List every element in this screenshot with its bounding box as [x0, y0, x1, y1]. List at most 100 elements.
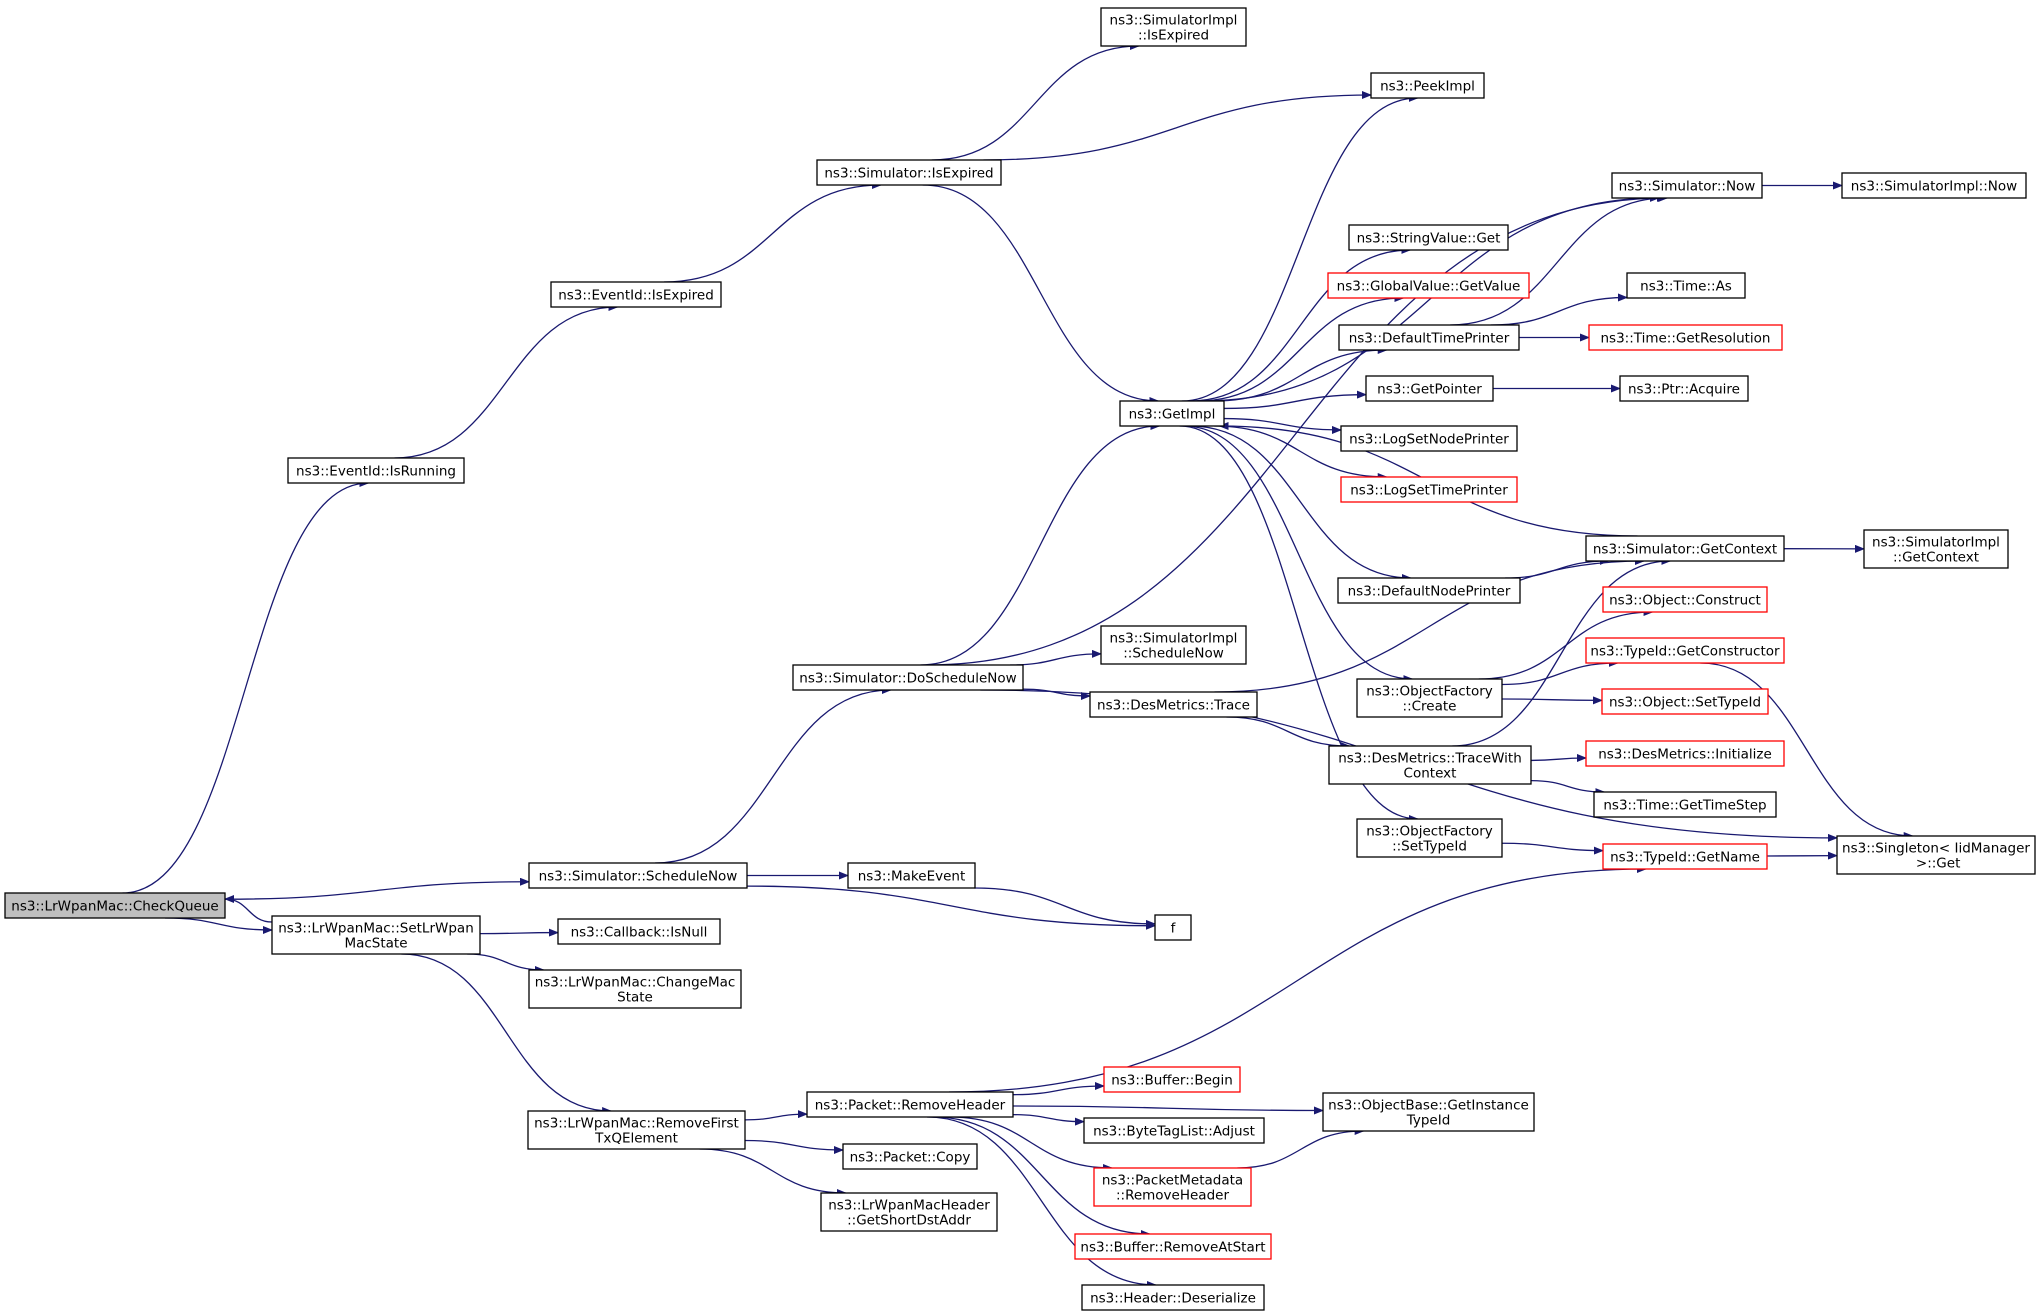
node-lrwpanmacheader_getshortdstaddr-label: ns3::LrWpanMacHeader	[828, 1198, 990, 1214]
node-bytetaglist_adjust[interactable]: ns3::ByteTagList::Adjust	[1083, 1117, 1265, 1144]
node-ptr_acquire[interactable]: ns3::Ptr::Acquire	[1619, 375, 1749, 402]
node-objectfactory_settypeid[interactable]: ns3::ObjectFactory::SetTypeId	[1356, 818, 1503, 858]
node-sim_schedulenow[interactable]: ns3::Simulator::ScheduleNow	[528, 862, 748, 889]
node-lrwpanmacheader_getshortdstaddr[interactable]: ns3::LrWpanMacHeader::GetShortDstAddr	[820, 1192, 998, 1232]
node-object_construct-label: ns3::Object::Construct	[1609, 593, 1761, 609]
node-peekimpl[interactable]: ns3::PeekImpl	[1370, 72, 1485, 99]
node-sim_getcontext[interactable]: ns3::Simulator::GetContext	[1585, 535, 1785, 562]
node-simimpl_schedulenow-label: ns3::SimulatorImpl	[1110, 631, 1238, 647]
node-buffer_removeatstart[interactable]: ns3::Buffer::RemoveAtStart	[1074, 1233, 1272, 1260]
node-typeid_getname[interactable]: ns3::TypeId::GetName	[1602, 843, 1768, 870]
node-logsetnodeprinter[interactable]: ns3::LogSetNodePrinter	[1340, 425, 1518, 452]
node-checkqueue-label: ns3::LrWpanMac::CheckQueue	[11, 899, 218, 915]
node-ptr_acquire-box	[1619, 375, 1749, 402]
edge-sim_schedulenow-to-f	[746, 885, 1156, 930]
node-singleton_get[interactable]: ns3::Singleton< IidManager >::Get	[1836, 835, 2036, 875]
edge-sim_isexpired-to-peekimpl	[983, 90, 1372, 161]
node-logsettimeprinter[interactable]: ns3::LogSetTimePrinter	[1340, 476, 1518, 503]
node-changemacstate-box	[528, 969, 742, 1009]
node-time_as-box	[1626, 272, 1746, 299]
node-buffer_removeatstart-label: ns3::Buffer::RemoveAtStart	[1080, 1240, 1265, 1256]
node-setlrwpanmacstate-box	[271, 915, 481, 955]
node-simimpl_now-box	[1841, 172, 2027, 199]
node-header_deserialize[interactable]: ns3::Header::Deserialize	[1081, 1284, 1265, 1311]
edge-isrunning-to-eventid_isexpired	[394, 303, 619, 459]
node-sim_getcontext-label: ns3::Simulator::GetContext	[1593, 542, 1777, 558]
node-time_as[interactable]: ns3::Time::As	[1626, 272, 1746, 299]
node-objectfactory_settypeid-label: ns3::ObjectFactory	[1366, 824, 1493, 840]
node-time_gettimestep[interactable]: ns3::Time::GetTimeStep	[1593, 791, 1777, 818]
node-object_settypeid[interactable]: ns3::Object::SetTypeId	[1601, 688, 1769, 715]
node-f-box	[1154, 914, 1192, 941]
node-desmetrics_initialize-box	[1585, 740, 1785, 767]
node-objectfactory_settypeid-label: ::SetTypeId	[1392, 839, 1467, 855]
node-desmetrics_trace[interactable]: ns3::DesMetrics::Trace	[1089, 691, 1258, 718]
node-simimpl_schedulenow[interactable]: ns3::SimulatorImpl::ScheduleNow	[1100, 625, 1247, 665]
node-makeevent-box	[847, 862, 976, 889]
edge-desmetrics_trace-to-desmetrics_tracewithcontext	[1226, 716, 1351, 750]
node-packetmetadata_removeheader-label: ns3::PacketMetadata	[1102, 1173, 1243, 1189]
node-sim_doschedulenow-label: ns3::Simulator::DoScheduleNow	[799, 671, 1016, 687]
node-defaulttimeprinter-box	[1338, 324, 1520, 351]
node-simimpl_isexpired[interactable]: ns3::SimulatorImpl::IsExpired	[1100, 7, 1247, 47]
node-defaulttimeprinter[interactable]: ns3::DefaultTimePrinter	[1338, 324, 1520, 351]
edge-packet_removeheader-to-header_deserialize	[927, 1116, 1157, 1289]
node-simimpl_getcontext[interactable]: ns3::SimulatorImpl::GetContext	[1863, 529, 2009, 569]
node-sim_schedulenow-box	[528, 862, 748, 889]
edge-removefirsttxq-to-lrwpanmacheader_getshortdstaddr	[699, 1148, 847, 1197]
edge-sim_isexpired-to-getimpl	[922, 184, 1160, 405]
node-objectfactory_create[interactable]: ns3::ObjectFactory::Create	[1356, 678, 1503, 718]
node-object_construct[interactable]: ns3::Object::Construct	[1602, 586, 1768, 613]
node-sim_doschedulenow[interactable]: ns3::Simulator::DoScheduleNow	[792, 664, 1024, 691]
edge-packet_removeheader-to-bytetaglist_adjust	[1012, 1113, 1085, 1126]
node-eventid_isexpired-label: ns3::EventId::IsExpired	[558, 288, 714, 304]
node-globalvalue_getvalue[interactable]: ns3::GlobalValue::GetValue	[1327, 272, 1530, 299]
node-isrunning-label: ns3::EventId::IsRunning	[296, 464, 456, 480]
node-getimpl[interactable]: ns3::GetImpl	[1119, 400, 1225, 427]
node-simimpl_schedulenow-label: ::ScheduleNow	[1123, 646, 1224, 662]
node-desmetrics_initialize[interactable]: ns3::DesMetrics::Initialize	[1585, 740, 1785, 767]
node-singleton_get-label: >::Get	[1912, 856, 1961, 872]
node-defaultnodeprinter-box	[1337, 577, 1521, 604]
node-packetmetadata_removeheader[interactable]: ns3::PacketMetadata::RemoveHeader	[1093, 1167, 1252, 1207]
node-stringvalue_get-box	[1348, 224, 1509, 251]
edge-setlrwpanmacstate-to-callback_isnull	[479, 928, 559, 937]
node-simimpl_getcontext-label: ns3::SimulatorImpl	[1872, 535, 2000, 551]
node-simimpl_isexpired-box	[1100, 7, 1247, 47]
edge-objectfactory_create-to-typeid_getconstructor	[1501, 659, 1619, 686]
node-isrunning[interactable]: ns3::EventId::IsRunning	[287, 457, 465, 484]
node-packet_copy[interactable]: ns3::Packet::Copy	[842, 1143, 978, 1170]
node-getpointer[interactable]: ns3::GetPointer	[1365, 375, 1494, 402]
node-stringvalue_get[interactable]: ns3::StringValue::Get	[1348, 224, 1509, 251]
node-defaultnodeprinter[interactable]: ns3::DefaultNodePrinter	[1337, 577, 1521, 604]
node-simimpl_now[interactable]: ns3::SimulatorImpl::Now	[1841, 172, 2027, 199]
node-sim_isexpired-box	[816, 159, 1002, 186]
node-objectfactory_create-box	[1356, 678, 1503, 718]
node-makeevent[interactable]: ns3::MakeEvent	[847, 862, 976, 889]
node-objectfactory_create-label: ns3::ObjectFactory	[1366, 684, 1493, 700]
node-checkqueue[interactable]: ns3::LrWpanMac::CheckQueue	[4, 892, 226, 919]
node-callback_isnull[interactable]: ns3::Callback::IsNull	[557, 918, 721, 945]
edge-getimpl-to-globalvalue_getvalue	[1197, 294, 1405, 402]
node-sim_now[interactable]: ns3::Simulator::Now	[1611, 172, 1763, 199]
node-logsettimeprinter-box	[1340, 476, 1518, 503]
edge-checkqueue-to-setlrwpanmacstate	[164, 917, 273, 934]
edge-eventid_isexpired-to-sim_isexpired	[663, 181, 883, 283]
node-eventid_isexpired[interactable]: ns3::EventId::IsExpired	[550, 281, 722, 308]
node-time_getresolution[interactable]: ns3::Time::GetResolution	[1588, 324, 1783, 351]
node-removefirsttxq-box	[527, 1110, 746, 1150]
node-buffer_begin[interactable]: ns3::Buffer::Begin	[1103, 1066, 1241, 1093]
node-desmetrics_trace-label: ns3::DesMetrics::Trace	[1097, 698, 1250, 714]
node-desmetrics_trace-box	[1089, 691, 1258, 718]
node-lrwpanmacheader_getshortdstaddr-box	[820, 1192, 998, 1232]
node-packet_removeheader[interactable]: ns3::Packet::RemoveHeader	[806, 1091, 1014, 1118]
node-sim_isexpired[interactable]: ns3::Simulator::IsExpired	[816, 159, 1002, 186]
node-typeid_getconstructor[interactable]: ns3::TypeId::GetConstructor	[1585, 637, 1785, 664]
node-f[interactable]: f	[1154, 914, 1192, 941]
edge-sim_doschedulenow-to-getimpl	[920, 422, 1161, 666]
